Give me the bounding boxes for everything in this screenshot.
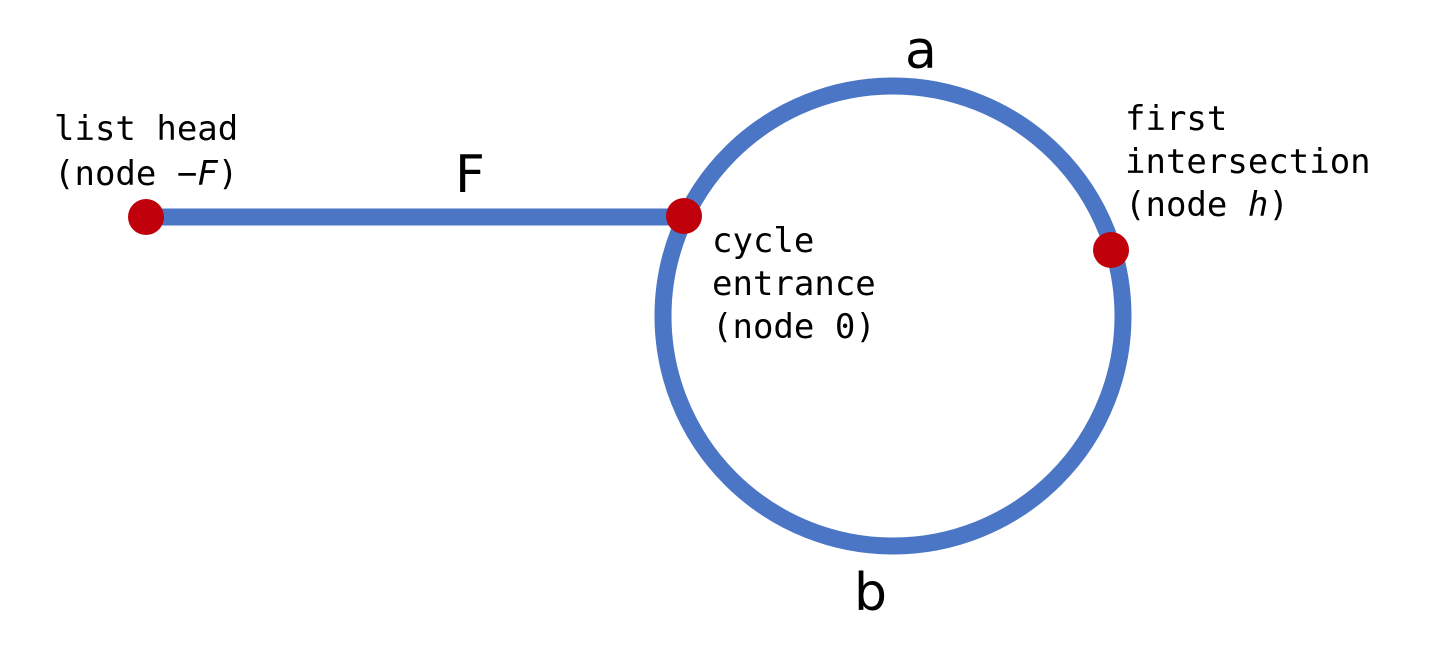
list-head-prefix: (node <box>54 154 177 194</box>
first-intersection-node <box>1093 232 1129 268</box>
cycle-entrance-label-line3: (node 0) <box>712 307 876 347</box>
cycle-entrance-label: cycle entrance (node 0) <box>712 221 896 347</box>
tail-length-label: F <box>455 145 485 205</box>
first-intersection-label: first intersection (node h) <box>1125 99 1391 225</box>
first-intersection-suffix: ) <box>1268 185 1288 225</box>
list-head-label-line1: list head <box>54 109 238 149</box>
first-intersection-label-line1: first <box>1125 99 1227 139</box>
list-head-label-line2: (node −F) <box>54 154 238 194</box>
first-intersection-var: h <box>1248 185 1268 225</box>
list-head-suffix: ) <box>218 154 238 194</box>
cycle-entrance-label-line2: entrance <box>712 264 876 304</box>
first-intersection-prefix: (node <box>1125 185 1248 225</box>
cycle-ring <box>654 77 1132 555</box>
cycle-entrance-label-line1: cycle <box>712 221 814 261</box>
cycle-arc-b-label: b <box>854 563 887 623</box>
first-intersection-label-line2: intersection <box>1125 142 1371 182</box>
cycle-entrance-node <box>666 198 702 234</box>
cycle-arc-a-label: a <box>905 21 937 81</box>
list-head-node <box>128 199 164 235</box>
list-head-var: −F <box>177 154 218 194</box>
first-intersection-label-line3: (node h) <box>1125 185 1289 225</box>
list-head-label: list head (node −F) <box>54 109 259 194</box>
